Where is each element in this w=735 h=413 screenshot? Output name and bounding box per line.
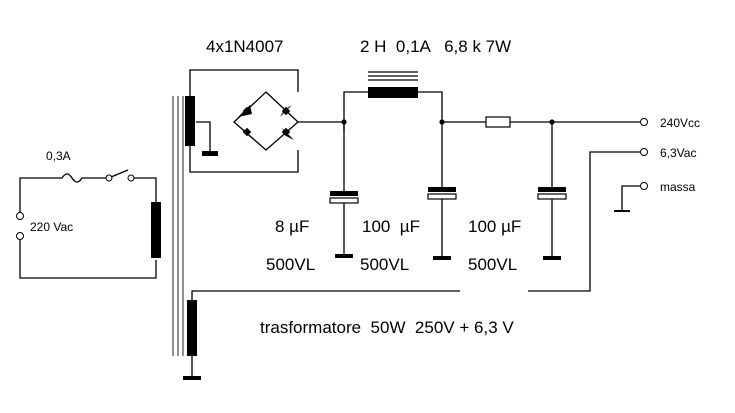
choke-wire-left (343, 91, 368, 122)
capacitor-c1 (329, 122, 359, 258)
choke-inductor (368, 87, 418, 98)
ground-icon (614, 210, 630, 212)
ground-wire (621, 185, 640, 212)
filter-resistor (485, 116, 511, 128)
bridge-outline (233, 91, 299, 151)
switch-contact-1 (105, 174, 113, 182)
output-heater-label: 6,3Vac (660, 146, 696, 160)
diode-icon (242, 106, 252, 116)
secondary-wire-bottom (189, 144, 299, 173)
choke-wire-right (418, 91, 443, 122)
hv-secondary (185, 69, 299, 173)
choke-label: 2 H 0,1A 6,8 k 7W (360, 37, 511, 56)
heater-wire-right (528, 151, 640, 292)
switch-contact-2 (127, 174, 135, 182)
ground-output (614, 185, 640, 212)
c1-ground-icon (335, 254, 353, 258)
transformer-label: trasformatore 50W 250V + 6,3 V (260, 318, 514, 337)
output-hv-label: 240Vcc (660, 116, 700, 130)
diode-icon (281, 127, 291, 137)
primary-winding (151, 202, 161, 258)
fuse-label: 0,3A (46, 149, 71, 163)
rectifier-label: 4x1N4007 (206, 37, 284, 56)
c3-value-label: 100 µF (468, 217, 521, 236)
hv-secondary-winding (185, 96, 195, 146)
c3-plate-top (538, 187, 566, 192)
secondary-wire-top (189, 69, 299, 98)
c3-ground-icon (543, 256, 561, 260)
transformer-core (172, 96, 184, 356)
output-ground-label: massa (660, 180, 696, 194)
output-terminal-6v3 (640, 148, 648, 156)
c3-plate-bottom (537, 193, 567, 200)
heater-ground-icon (183, 376, 201, 380)
c1-voltage-label: 500VL (266, 255, 315, 274)
capacitor-c3 (537, 122, 567, 260)
ct-wire (196, 121, 211, 152)
c2-plate-bottom (427, 193, 457, 200)
c1-value-label: 8 µF (275, 217, 309, 236)
mains-terminal-1 (16, 212, 24, 220)
c2-ground-icon (433, 256, 451, 260)
mains-label: 220 Vac (30, 220, 73, 234)
heater-secondary (183, 151, 640, 380)
ct-ground-icon (202, 151, 218, 156)
c2-value-label: 100 µF (362, 217, 420, 236)
diode-icon (242, 127, 252, 137)
bridge-rectifier (233, 91, 299, 151)
diode-icon (281, 106, 291, 116)
heater-wire-top-left (191, 290, 460, 300)
output-terminal-massa (640, 182, 648, 190)
filter-network (298, 71, 640, 132)
heater-winding (187, 300, 197, 356)
c1-plate-bottom (329, 197, 359, 204)
c2-voltage-label: 500VL (360, 255, 409, 274)
mains-wire-top (19, 177, 42, 212)
switch-to-primary-wire (134, 177, 157, 202)
c2-plate-top (428, 187, 456, 192)
mains-terminal-2 (16, 232, 24, 240)
c1-plate-top (330, 191, 358, 196)
c3-voltage-label: 500VL (468, 255, 517, 274)
switch-lever (110, 169, 129, 178)
capacitor-c2 (427, 122, 457, 260)
primary-circuit (16, 169, 161, 279)
output-terminal-240vcc (640, 118, 648, 126)
mains-wire-bottom (19, 240, 157, 279)
fuse-symbol (42, 173, 106, 183)
